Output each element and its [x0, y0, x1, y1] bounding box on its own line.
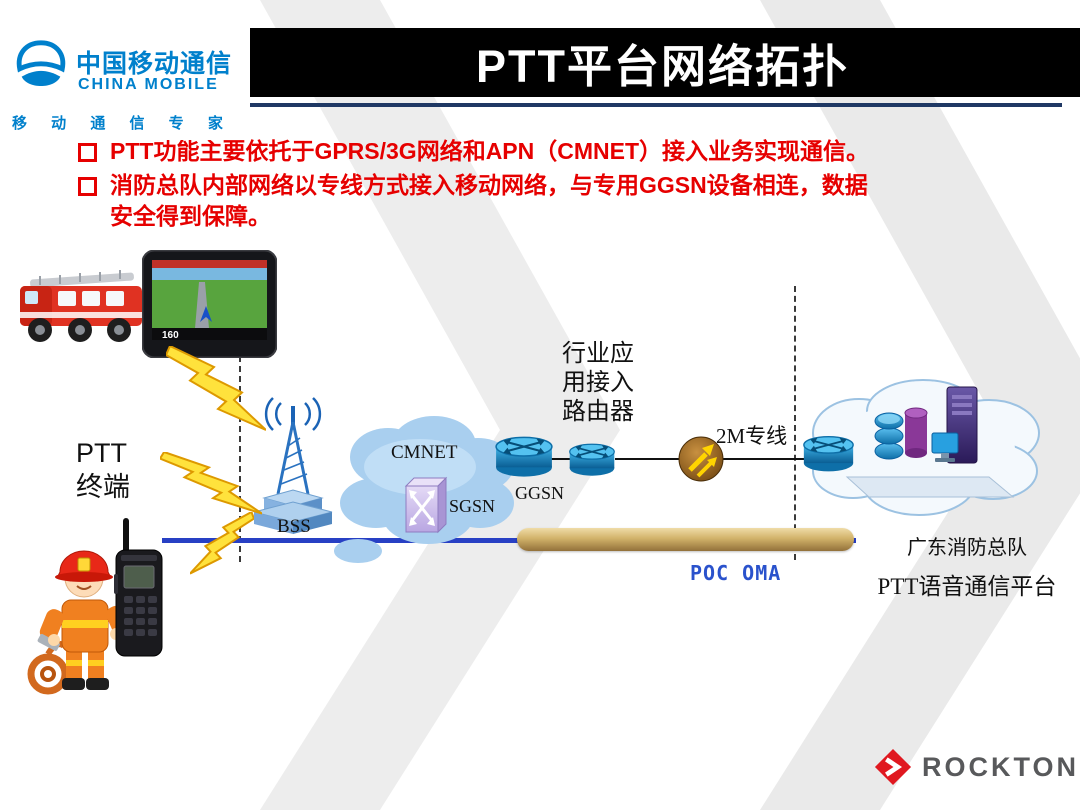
platform-router-icon: [802, 435, 855, 473]
logo-tagline: 移 动 通 信 专 家: [12, 115, 223, 132]
bullet-item: 消防总队内部网络以专线方式接入移动网络，与专用GGSN设备相连，数据安全得到保障…: [78, 170, 890, 232]
network-backbone-line: [162, 538, 856, 543]
link-ggsn-router: [550, 458, 572, 460]
domain-divider-right: [794, 286, 796, 560]
logo-en-text: CHINA MOBILE: [78, 76, 219, 93]
bullet-item: PTT功能主要依托于GPRS/3G网络和APN（CMNET）接入业务实现通信。: [78, 136, 890, 167]
sgsn-switch-icon: [404, 476, 448, 534]
server-platform-base: [845, 476, 1015, 498]
bullet-text: PTT功能主要依托于GPRS/3G网络和APN（CMNET）接入业务实现通信。: [110, 138, 870, 164]
page-title: PTT平台网络拓扑: [476, 41, 849, 92]
leased-line-label: 2M专线: [716, 424, 788, 448]
bullet-list: PTT功能主要依托于GPRS/3G网络和APN（CMNET）接入业务实现通信。 …: [78, 136, 890, 235]
platform-cloud: [802, 379, 1040, 516]
cmnet-label: CMNET: [391, 442, 458, 463]
ggsn-router-icon: [493, 433, 555, 481]
leased-line-mux-icon: [678, 436, 724, 482]
ggsn-label: GGSN: [515, 483, 565, 503]
title-underline: [250, 103, 1062, 107]
gps-navigator-icon: 160: [142, 250, 277, 358]
lightning-icon: [190, 512, 254, 575]
poc-bearer-pipe: [517, 528, 854, 551]
china-mobile-logo-icon: [16, 40, 66, 87]
firefighter-icon: [27, 550, 130, 695]
industry-router-label: 行业应 用接入 路由器: [562, 340, 634, 425]
workstation-icon: [931, 432, 959, 462]
ptt-terminal-label: PTT 终端: [76, 438, 130, 502]
lightning-icon: [166, 346, 266, 432]
bullet-text: 消防总队内部网络以专线方式接入移动网络，与专用GGSN设备相连，数据安全得到保障…: [110, 172, 868, 229]
china-mobile-logo: 中国移动通信 CHINA MOBILE 移 动 通 信 专 家: [0, 0, 250, 140]
gps-speed-readout: 160: [162, 330, 179, 341]
platform-name-line1: 广东消防总队: [907, 537, 1027, 559]
link-mux-platform: [723, 458, 813, 460]
database-stack-icon: [874, 412, 904, 460]
base-station-icon: [253, 397, 333, 534]
lightning-icon: [160, 452, 262, 515]
platform-label: 广东消防总队 PTT语音通信平台: [872, 531, 1062, 601]
voice-server-cylinder-icon: [904, 407, 928, 458]
bullet-square-icon: [78, 177, 97, 196]
rockton-logo-icon: [874, 748, 912, 786]
ptt-radio-icon: [114, 518, 163, 657]
fire-truck-icon: [20, 270, 142, 342]
link-router-mux: [615, 458, 679, 460]
platform-name-line2: PTT语音通信平台: [877, 574, 1057, 599]
rockton-logo: ROCKTON: [874, 748, 1079, 786]
title-bar: PTT平台网络拓扑: [245, 28, 1080, 97]
poc-oma-label: POC OMA: [690, 561, 782, 585]
rockton-brand-text: ROCKTON: [922, 751, 1080, 782]
bss-label: BSS: [277, 516, 311, 537]
logo-cn-text: 中国移动通信: [76, 50, 233, 78]
sgsn-label: SGSN: [449, 496, 496, 516]
bullet-square-icon: [78, 143, 97, 162]
industry-access-router-icon: [567, 441, 617, 479]
